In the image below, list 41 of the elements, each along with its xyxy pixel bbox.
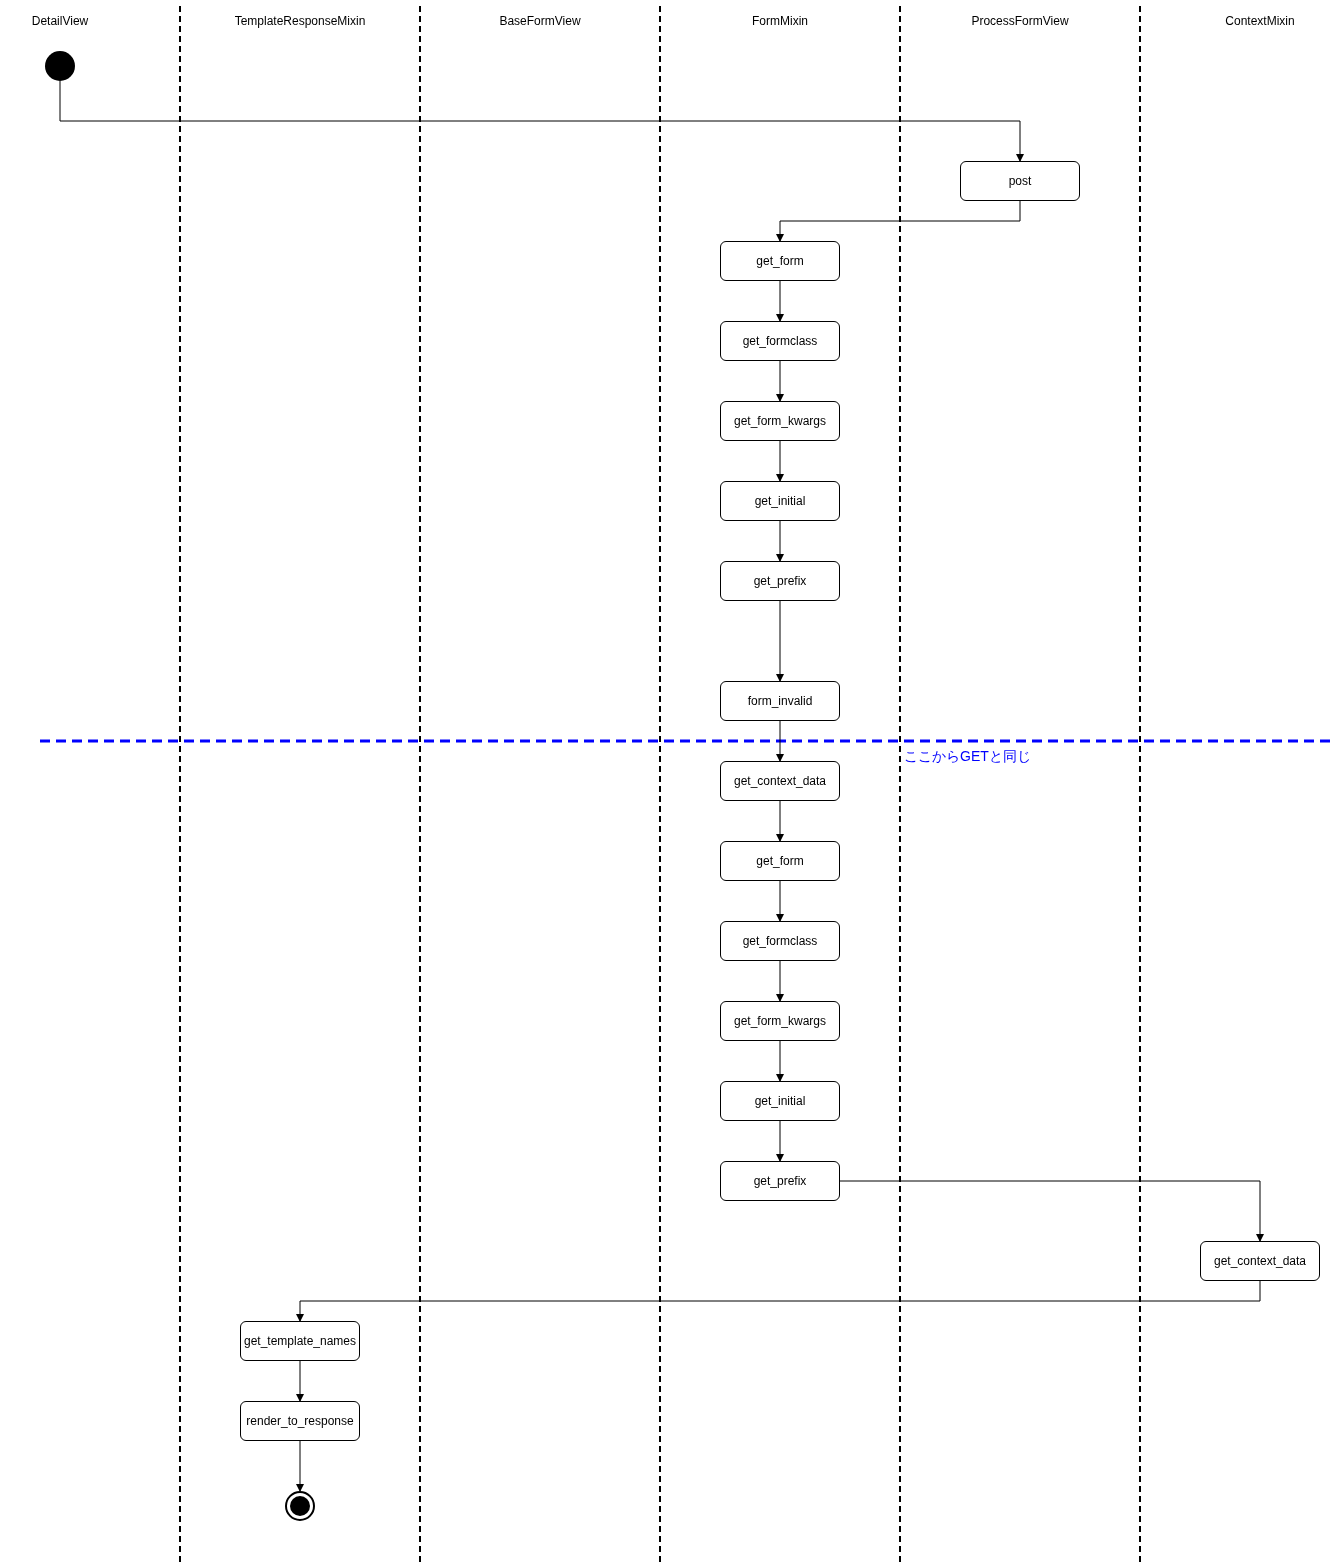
arrow: [776, 880, 784, 922]
method-box: form_invalid: [720, 681, 840, 721]
method-box: get_template_names: [240, 1321, 360, 1361]
arrow: [296, 1440, 304, 1492]
lane-header: TemplateResponseMixin: [233, 13, 367, 29]
lane-header: BaseFormView: [498, 13, 582, 29]
method-box: get_form: [720, 241, 840, 281]
arrow: [776, 1040, 784, 1082]
arrow: [776, 600, 784, 682]
method-box: render_to_response: [240, 1401, 360, 1441]
arrow: [776, 720, 784, 762]
arrow: [59, 80, 1024, 162]
method-box: get_context_data: [1200, 1241, 1320, 1281]
end-node: [285, 1491, 315, 1521]
method-box: get_formclass: [720, 921, 840, 961]
arrow: [296, 1360, 304, 1402]
lane-header: ContextMixin: [1224, 13, 1296, 29]
lane-header: FormMixin: [751, 13, 809, 29]
arrow: [776, 960, 784, 1002]
method-box: get_form_kwargs: [720, 401, 840, 441]
start-node: [45, 51, 75, 81]
arrow: [776, 520, 784, 562]
method-box: get_initial: [720, 1081, 840, 1121]
arrow: [296, 1280, 1261, 1322]
arrow: [776, 200, 1021, 242]
arrow: [776, 800, 784, 842]
method-box: get_form: [720, 841, 840, 881]
method-box: get_formclass: [720, 321, 840, 361]
method-box: get_form_kwargs: [720, 1001, 840, 1041]
lane-header: DetailView: [30, 13, 90, 29]
method-box: post: [960, 161, 1080, 201]
lane-header: ProcessFormView: [970, 13, 1070, 29]
arrow: [776, 1120, 784, 1162]
arrow: [776, 440, 784, 482]
method-box: get_initial: [720, 481, 840, 521]
arrow: [776, 360, 784, 402]
method-box: get_prefix: [720, 561, 840, 601]
arrow: [776, 280, 784, 322]
method-box: get_prefix: [720, 1161, 840, 1201]
method-box: get_context_data: [720, 761, 840, 801]
arrow: [839, 1180, 1264, 1242]
